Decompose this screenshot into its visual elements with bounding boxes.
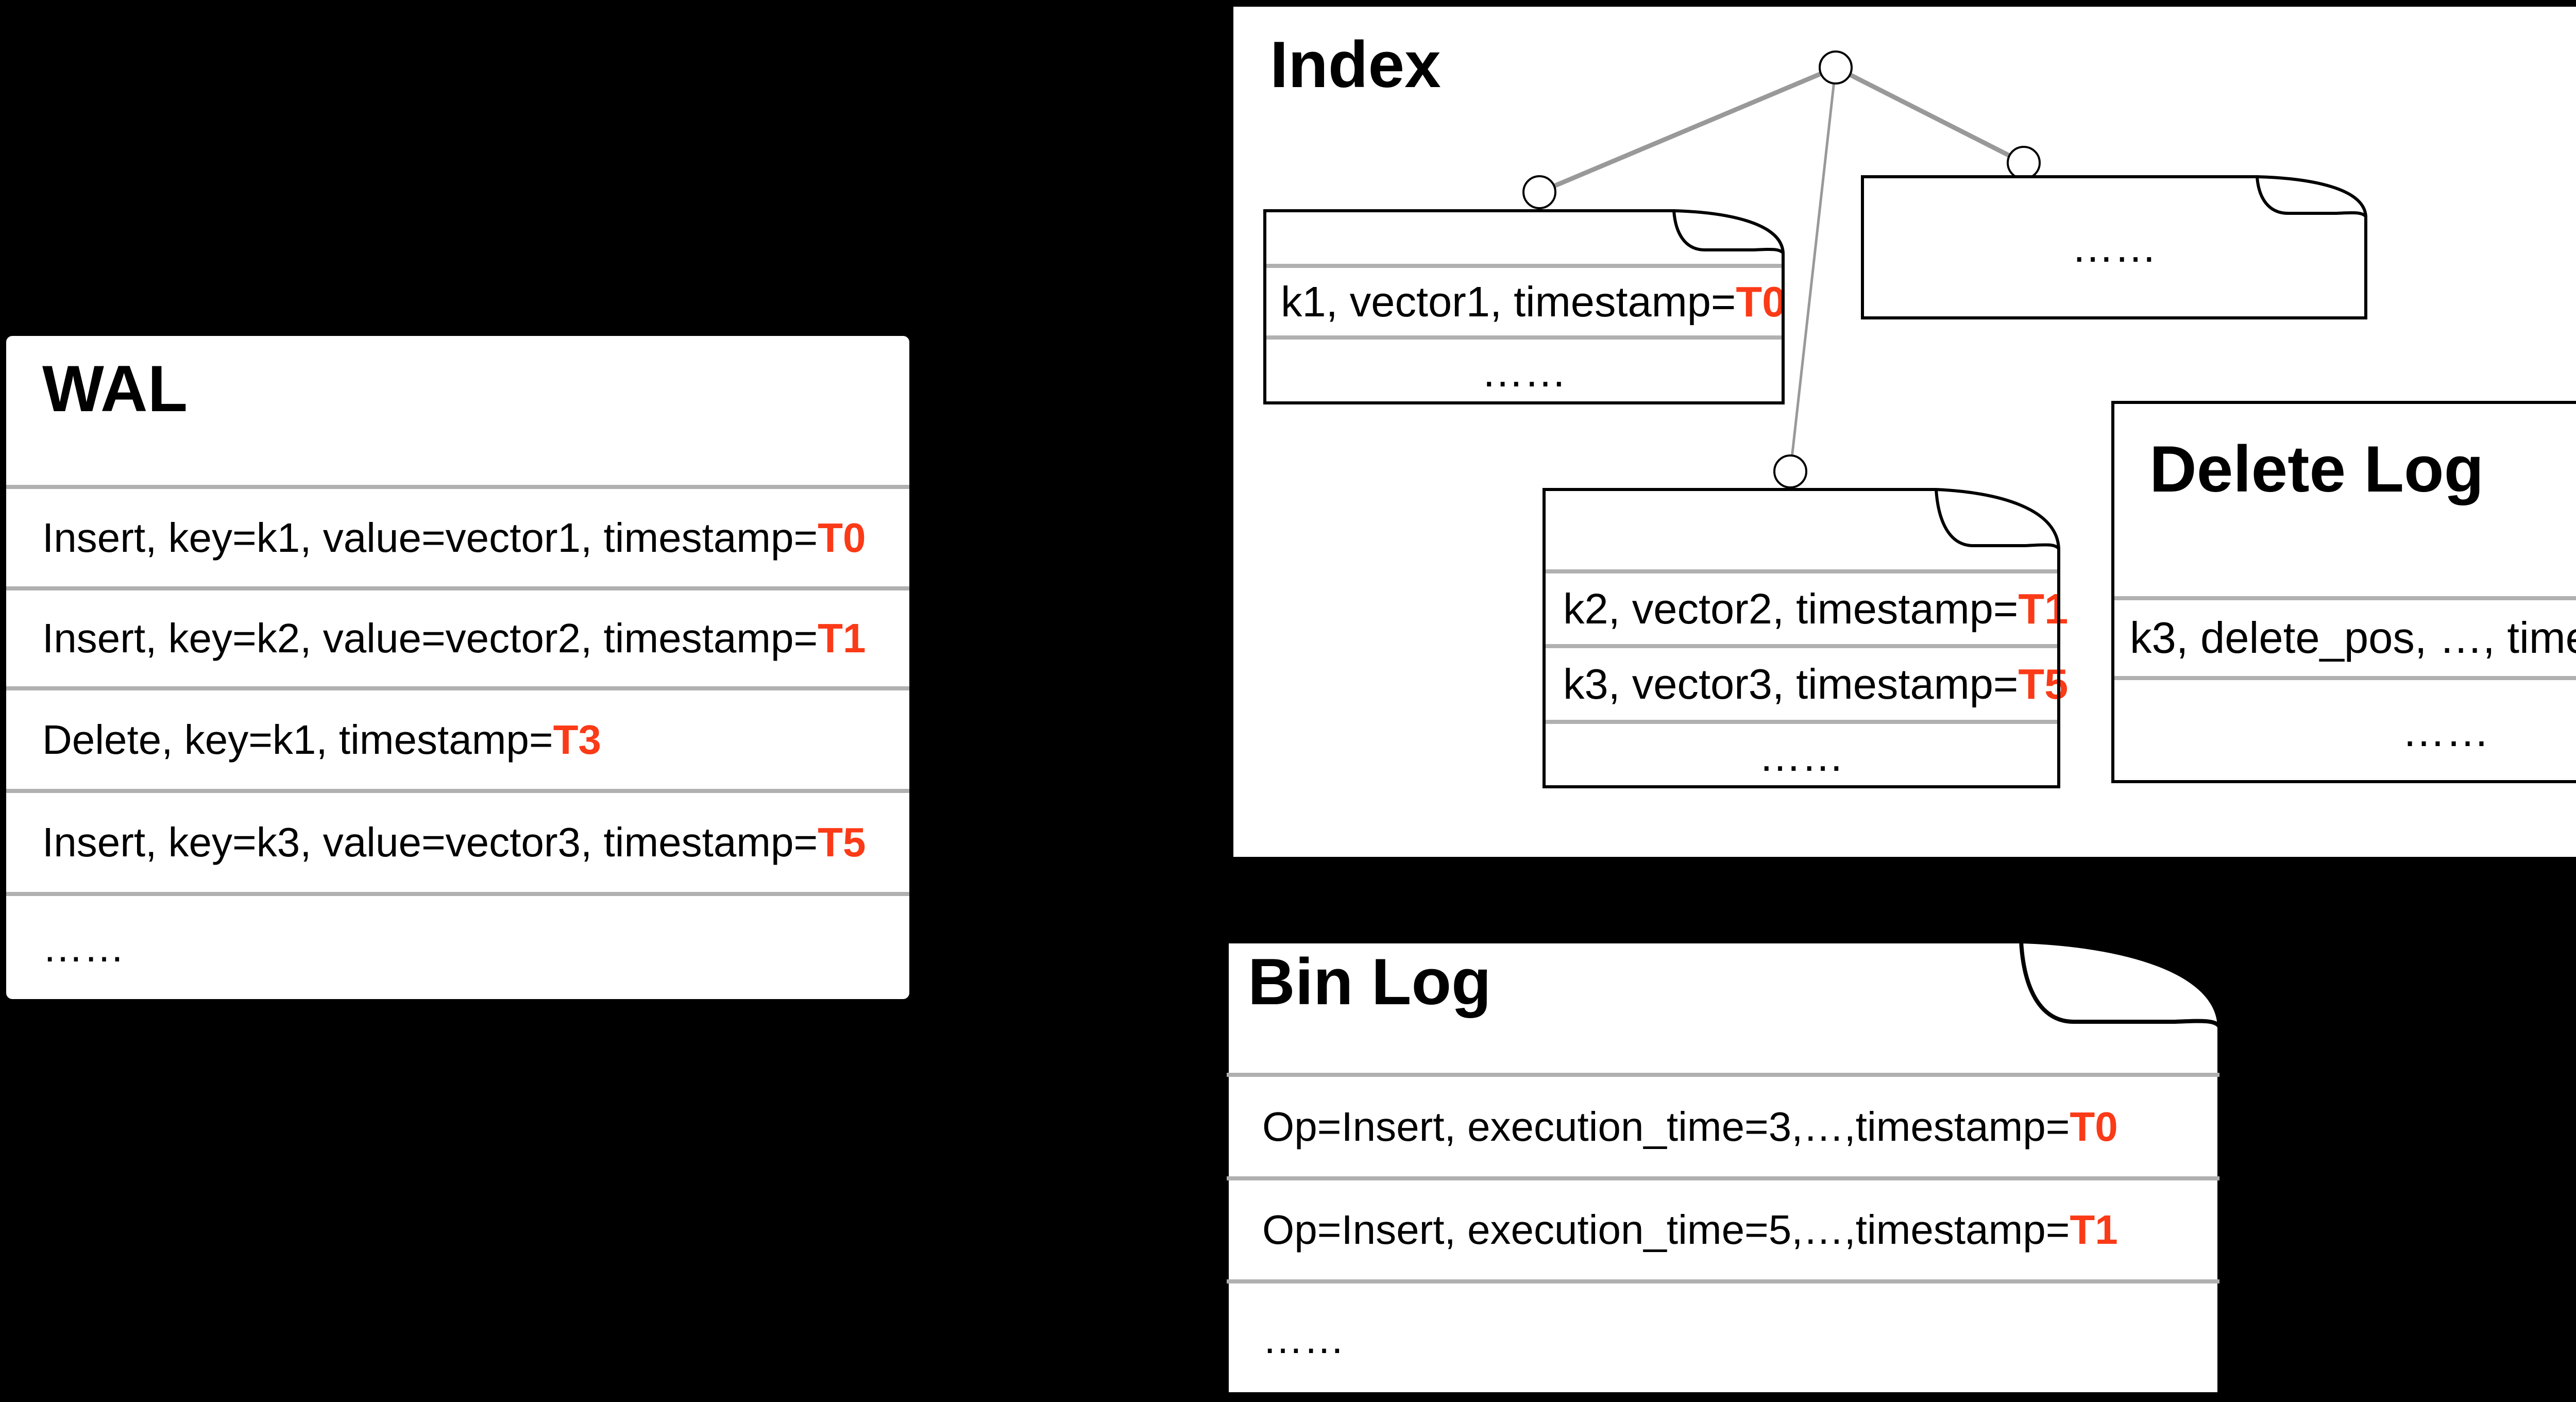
wal-row-text: Delete, key=k1, timestamp=: [42, 716, 553, 763]
delete-log-doc: Delete Log k3, delete_pos, …, timestamp=…: [2111, 401, 2576, 783]
segment-row-text: k1, vector1, timestamp=: [1281, 277, 1736, 326]
tree-node-middle: [1773, 454, 1807, 488]
wal-row: Insert, key=k2, value=vector2, timestamp…: [6, 586, 909, 686]
segment-row-text: k3, vector3, timestamp=: [1563, 660, 2019, 708]
timestamp-value: T1: [2070, 1207, 2118, 1253]
tree-node-right: [2007, 146, 2041, 180]
timestamp-value: T0: [1736, 277, 1786, 326]
segment-row-ellipsis: ……: [1263, 335, 1785, 404]
bin-log-row-text: Op=Insert, execution_time=3,…,timestamp=: [1262, 1103, 2070, 1150]
wal-box: WAL Insert, key=k1, value=vector1, times…: [6, 336, 909, 999]
index-title: Index: [1270, 28, 1441, 101]
ellipsis-text: ……: [2402, 707, 2489, 756]
delete-log-title: Delete Log: [2149, 432, 2484, 505]
bin-log-row: Op=Insert, execution_time=5,…,timestamp=…: [1227, 1176, 2219, 1279]
tree-edge-middle: [1789, 67, 1837, 472]
segment-row-ellipsis: ……: [1543, 720, 2060, 788]
bin-log-row-ellipsis: ……: [1227, 1279, 2219, 1394]
bin-log-row-text: Op=Insert, execution_time=5,…,timestamp=: [1262, 1207, 2070, 1253]
delete-log-rows: k3, delete_pos, …, timestamp=T3 ……: [2111, 596, 2576, 783]
wal-rows: Insert, key=k1, value=vector1, timestamp…: [6, 485, 909, 999]
wal-title: WAL: [42, 352, 188, 425]
index-segment-doc-k2-k3: k2, vector2, timestamp=T1 k3, vector3, t…: [1543, 488, 2068, 788]
timestamp-value: T5: [2018, 660, 2069, 708]
tree-node-root: [1819, 50, 1853, 85]
delete-log-row-text: k3, delete_pos, …, timestamp=: [2130, 613, 2576, 663]
index-segment-doc-more: ……: [1861, 175, 2367, 319]
bin-log-rows: Op=Insert, execution_time=3,…,timestamp=…: [1227, 1073, 2219, 1394]
index-panel: Index k1, vector1, timestamp=T0: [1233, 7, 2576, 857]
ellipsis-text: ……: [2071, 223, 2157, 271]
bin-log-row: Op=Insert, execution_time=3,…,timestamp=…: [1227, 1073, 2219, 1176]
segment-rows: k1, vector1, timestamp=T0 ……: [1263, 264, 1786, 404]
tree-edge-left: [1538, 65, 1837, 195]
wal-row: Insert, key=k3, value=vector3, timestamp…: [6, 789, 909, 892]
segment-row: k3, vector3, timestamp=T5: [1543, 644, 2068, 720]
index-tree-graphic: [1522, 50, 2041, 488]
wal-row: Insert, key=k1, value=vector1, timestamp…: [6, 485, 909, 586]
wal-row-text: Insert, key=k1, value=vector1, timestamp…: [42, 514, 818, 561]
tree-node-left: [1522, 175, 1556, 209]
bin-log-title: Bin Log: [1248, 945, 1492, 1018]
delete-log-row-ellipsis: ……: [2111, 676, 2576, 783]
timestamp-value: T1: [2018, 584, 2069, 633]
timestamp-value: T0: [818, 514, 866, 561]
timestamp-value: T1: [818, 615, 866, 661]
ellipsis-text: ……: [1481, 348, 1567, 396]
segment-row: k2, vector2, timestamp=T1: [1543, 569, 2068, 644]
segment-row: k1, vector1, timestamp=T0: [1263, 264, 1786, 335]
segment-rows: k2, vector2, timestamp=T1 k3, vector3, t…: [1543, 569, 2068, 788]
timestamp-value: T0: [2070, 1103, 2118, 1150]
wal-row-text: Insert, key=k3, value=vector3, timestamp…: [42, 819, 818, 865]
wal-row: Delete, key=k1, timestamp=T3: [6, 686, 909, 789]
wal-row-text: Insert, key=k2, value=vector2, timestamp…: [42, 615, 818, 661]
ellipsis-text: ……: [1758, 732, 1844, 780]
bin-log-doc: Bin Log Op=Insert, execution_time=3,…,ti…: [1225, 939, 2222, 1396]
segment-row-text: k2, vector2, timestamp=: [1563, 584, 2019, 633]
index-segment-doc-k1: k1, vector1, timestamp=T0 ……: [1263, 209, 1786, 404]
timestamp-value: T3: [553, 716, 601, 763]
wal-row-ellipsis: ……: [6, 892, 909, 999]
timestamp-value: T5: [818, 819, 866, 865]
ellipsis-text: ……: [42, 924, 125, 970]
delete-log-row: k3, delete_pos, …, timestamp=T3: [2111, 596, 2576, 676]
ellipsis-text: ……: [1262, 1315, 1345, 1362]
tree-edge-right: [1834, 65, 2025, 165]
